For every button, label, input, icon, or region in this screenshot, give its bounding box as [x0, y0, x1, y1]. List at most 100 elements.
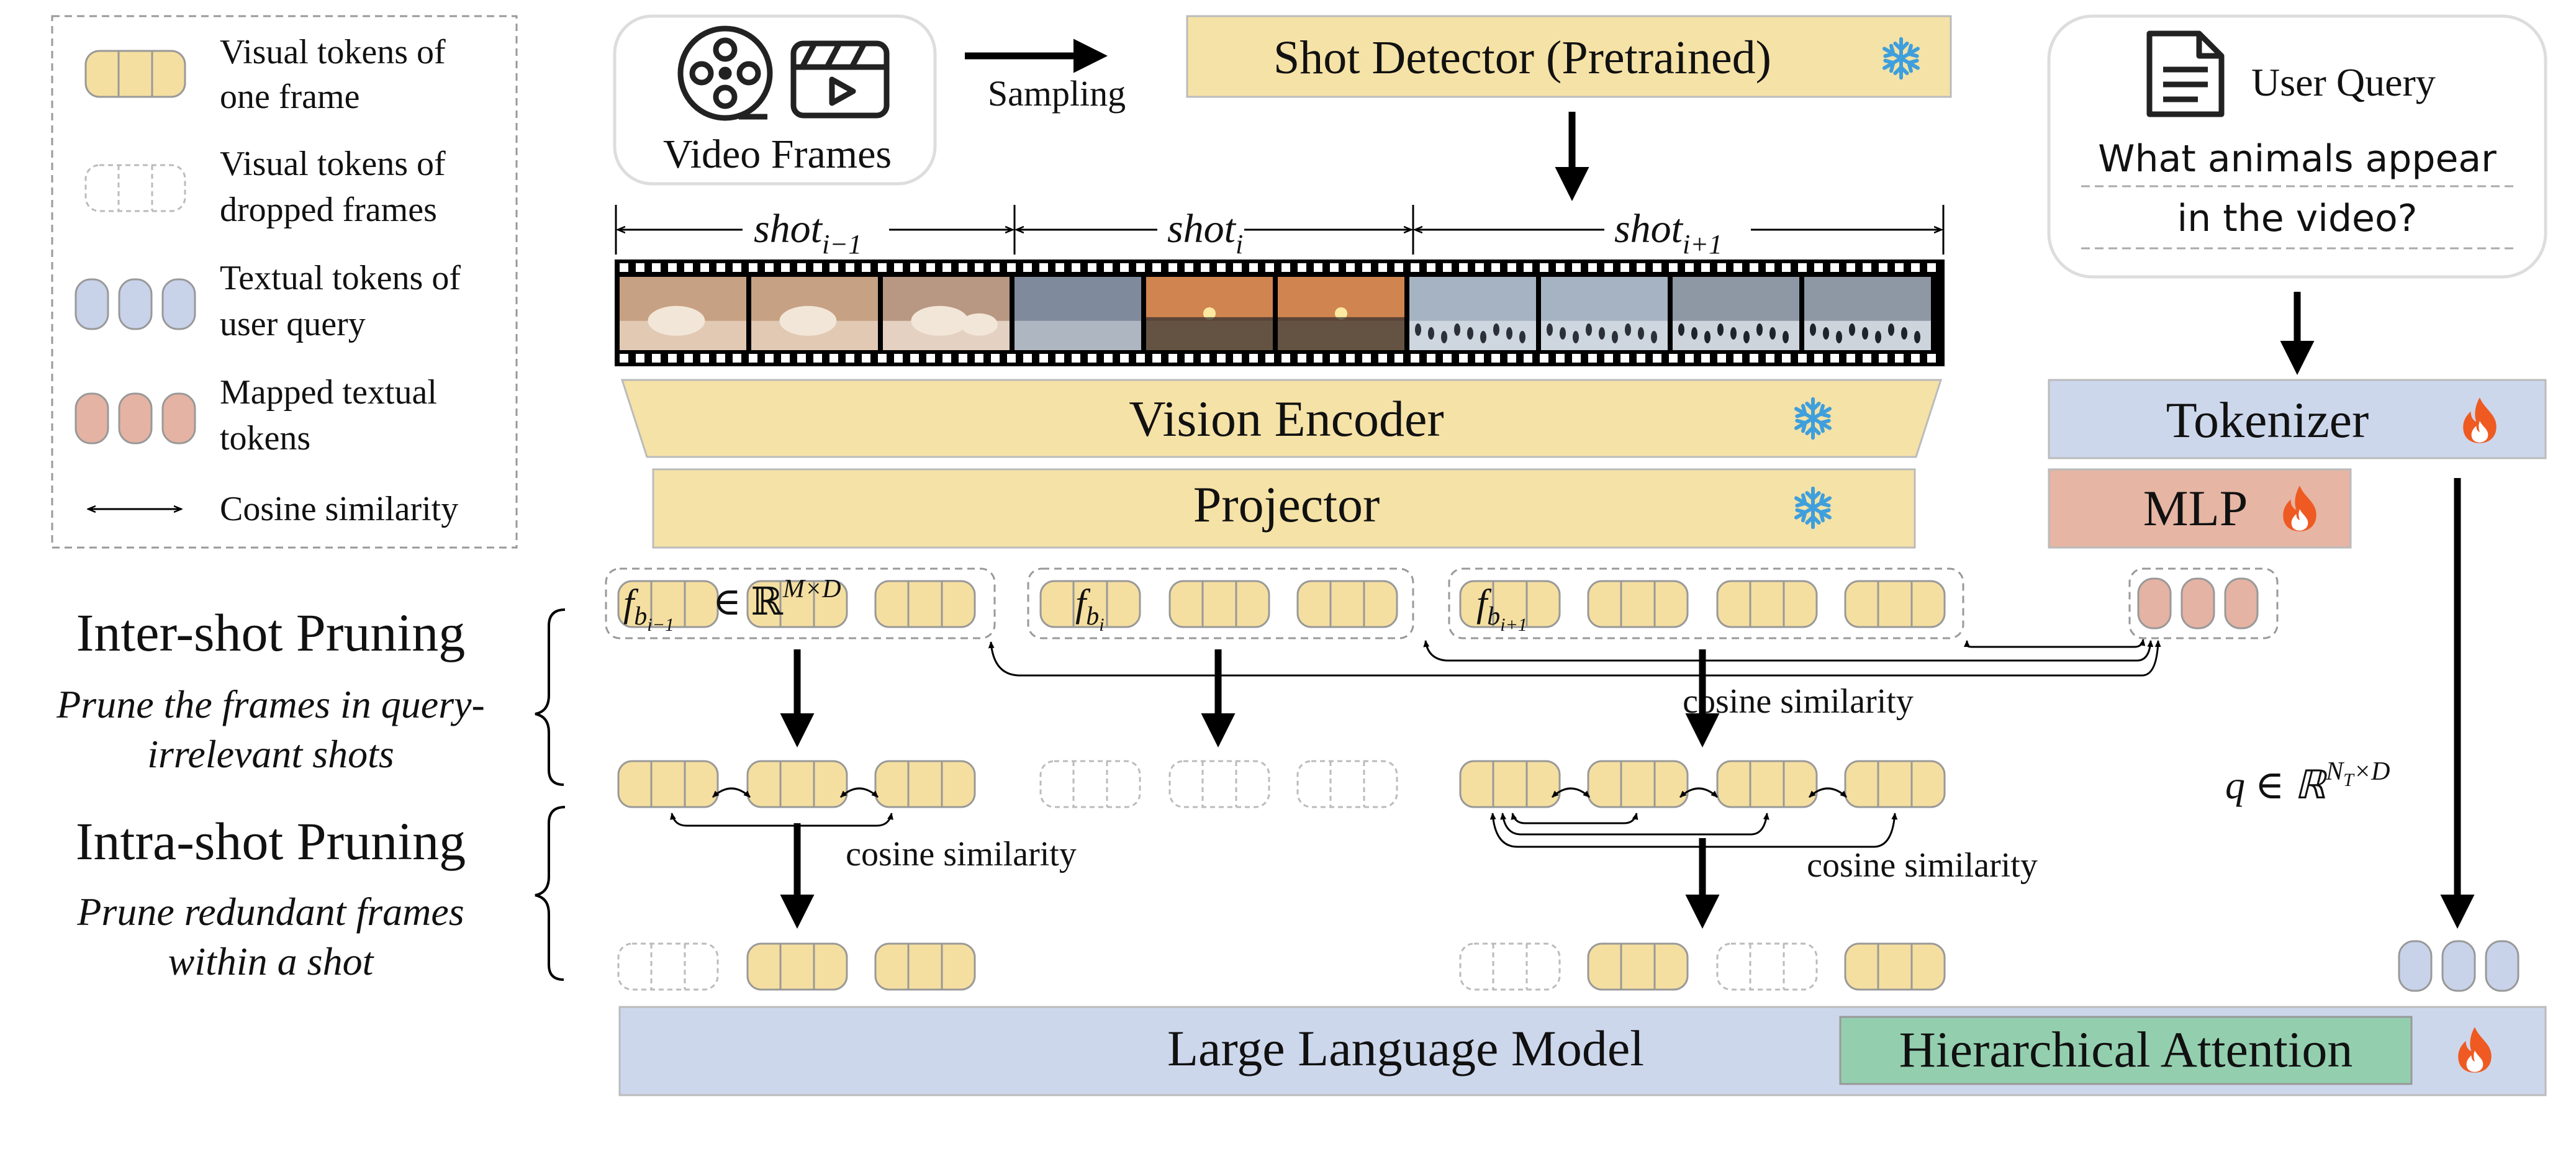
- inter-shot-title: Inter-shot Pruning: [76, 603, 465, 662]
- legend-label-mapped-1: Mapped textual: [220, 373, 437, 412]
- frame-thumbnail-penguins: [1409, 277, 1536, 350]
- filmstrip: [615, 260, 1945, 366]
- dropped-token: [1039, 760, 1141, 808]
- query-text-line1: What animals appear: [2098, 137, 2497, 181]
- feature-label-prev: fbi−1: [623, 582, 674, 635]
- tokenizer-label: Tokenizer: [2166, 392, 2369, 448]
- legend-text-token-icon: [75, 278, 196, 330]
- dropped-token: [1296, 760, 1398, 808]
- legend-dropped-token-icon: [84, 164, 186, 212]
- hierarchical-attention-label: Hierarchical Attention: [1899, 1021, 2353, 1078]
- shot-detector-box: Shot Detector (Pretrained): [1186, 15, 1952, 98]
- legend-label-dropped-2: dropped frames: [220, 191, 437, 229]
- legend-label-visual-tokens-1: Visual tokens of: [220, 33, 446, 71]
- tokenizer: Tokenizer: [2048, 379, 2547, 459]
- frame-thumbnail-sunset: [1278, 277, 1404, 350]
- frame-thumbnail-polar-bear: [751, 277, 878, 350]
- hierarchical-attention-box: [1839, 1016, 2413, 1085]
- film-sprockets: [620, 263, 1936, 363]
- inter-pruned-token-row: [617, 760, 1946, 808]
- legend-label-textual-2: user query: [220, 305, 366, 343]
- visual-token: [617, 760, 719, 808]
- inter-shot-desc-1: Prune the frames in query-: [56, 682, 485, 726]
- visual-token: [874, 580, 976, 628]
- shot-label-prev: shoti−1: [754, 206, 862, 260]
- legend-label-textual-1: Textual tokens of: [220, 259, 461, 297]
- document-icon: [2146, 30, 2225, 117]
- visual-token: [746, 760, 848, 808]
- visual-token: [1459, 580, 1561, 628]
- legend-label-cosine: Cosine similarity: [220, 490, 458, 528]
- cosine-label-intra-2: cosine similarity: [1807, 846, 2038, 885]
- visual-token: [617, 580, 719, 628]
- dropped-token: [1459, 942, 1561, 991]
- dropped-token: [617, 942, 719, 991]
- visual-token: [746, 942, 848, 991]
- sampling-label: Sampling: [988, 73, 1126, 114]
- visual-token: [1844, 580, 1946, 628]
- cosine-label-inter: cosine similarity: [1683, 682, 1914, 721]
- video-frames-label: Video Frames: [663, 132, 892, 177]
- frame-thumbnail-polar-bear: [620, 277, 746, 350]
- visual-token: [1716, 760, 1818, 808]
- visual-token: [1587, 760, 1689, 808]
- legend-label-mapped-2: tokens: [220, 419, 310, 458]
- video-frames-box: Video Frames: [613, 14, 937, 186]
- legend-border: [51, 15, 518, 549]
- visual-token: [1459, 760, 1561, 808]
- feature-dimension: ∈ ℝM×D: [713, 575, 841, 623]
- intra-shot-desc-2: within a shot: [168, 939, 375, 983]
- intra-shot-desc-1: Prune redundant frames: [76, 890, 464, 934]
- frame-thumbnail-ice: [1015, 277, 1141, 350]
- legend-mapped-token-icon: [75, 392, 196, 445]
- feature-token-row: [617, 580, 1946, 628]
- visual-token: [1844, 760, 1946, 808]
- visual-token: [746, 580, 848, 628]
- mlp-label: MLP: [2143, 480, 2248, 536]
- inter-shot-similarity-arrows: [988, 639, 2161, 677]
- projector: Projector: [652, 468, 1916, 549]
- frame-thumbnail-penguins-snow: [1804, 277, 1931, 350]
- visual-token: [1039, 580, 1141, 628]
- visual-token: [874, 760, 976, 808]
- visual-token: [1844, 942, 1946, 991]
- large-language-model: Large Language Model Hierarchical Attent…: [618, 1006, 2547, 1096]
- inter-shot-desc-2: irrelevant shots: [147, 732, 394, 776]
- frame-thumbnail-penguins: [1541, 277, 1668, 350]
- user-query-box: User Query What animals appear in the vi…: [2047, 14, 2547, 279]
- feature-label-current: fbi: [1075, 582, 1105, 635]
- legend-label-dropped-1: Visual tokens of: [220, 145, 446, 183]
- legend: Visual tokens of one frame Visual tokens…: [51, 15, 518, 549]
- vision-encoder-label: Vision Encoder: [1129, 390, 1444, 447]
- query-embedding-dimension: q ∈ ℝNT×D: [2225, 757, 2390, 807]
- frame-thumbnail-penguins-snow: [1673, 277, 1799, 350]
- film-reel-icon: [677, 25, 773, 121]
- inter-shot-brace: [535, 608, 566, 786]
- projector-label: Projector: [1193, 476, 1380, 533]
- cosine-label-intra-1: cosine similarity: [846, 835, 1077, 873]
- visual-token: [1587, 580, 1689, 628]
- intra-shot-similarity-arrows-next: [1489, 787, 1898, 848]
- visual-token: [1168, 580, 1270, 628]
- intra-shot-title: Intra-shot Pruning: [76, 811, 466, 871]
- legend-visual-token-icon: [84, 50, 186, 98]
- vision-encoder: Vision Encoder: [620, 379, 1943, 458]
- frame-thumbnail-polar-bears: [883, 277, 1010, 350]
- visual-token: [1296, 580, 1398, 628]
- mlp: MLP: [2048, 468, 2352, 549]
- video-clapper-icon: [790, 40, 890, 119]
- mapped-text-tokens: [2137, 577, 2259, 630]
- shot-detector-label: Shot Detector (Pretrained): [1273, 32, 1771, 84]
- video-frame-thumbnails: [620, 277, 1931, 350]
- intra-pruning-arrows: [780, 478, 2475, 929]
- query-text-line2: in the video?: [2177, 197, 2417, 240]
- visual-token: [1716, 580, 1818, 628]
- llm-label: Large Language Model: [1167, 1020, 1644, 1077]
- shot-boundaries: shoti−1 shoti shoti+1: [615, 205, 1945, 260]
- final-token-row: [617, 942, 1946, 991]
- visual-token: [1587, 942, 1689, 991]
- shot-label-current: shoti: [1167, 206, 1243, 260]
- dropped-token: [1716, 942, 1818, 991]
- intra-shot-similarity-arrows-prev: [670, 787, 893, 827]
